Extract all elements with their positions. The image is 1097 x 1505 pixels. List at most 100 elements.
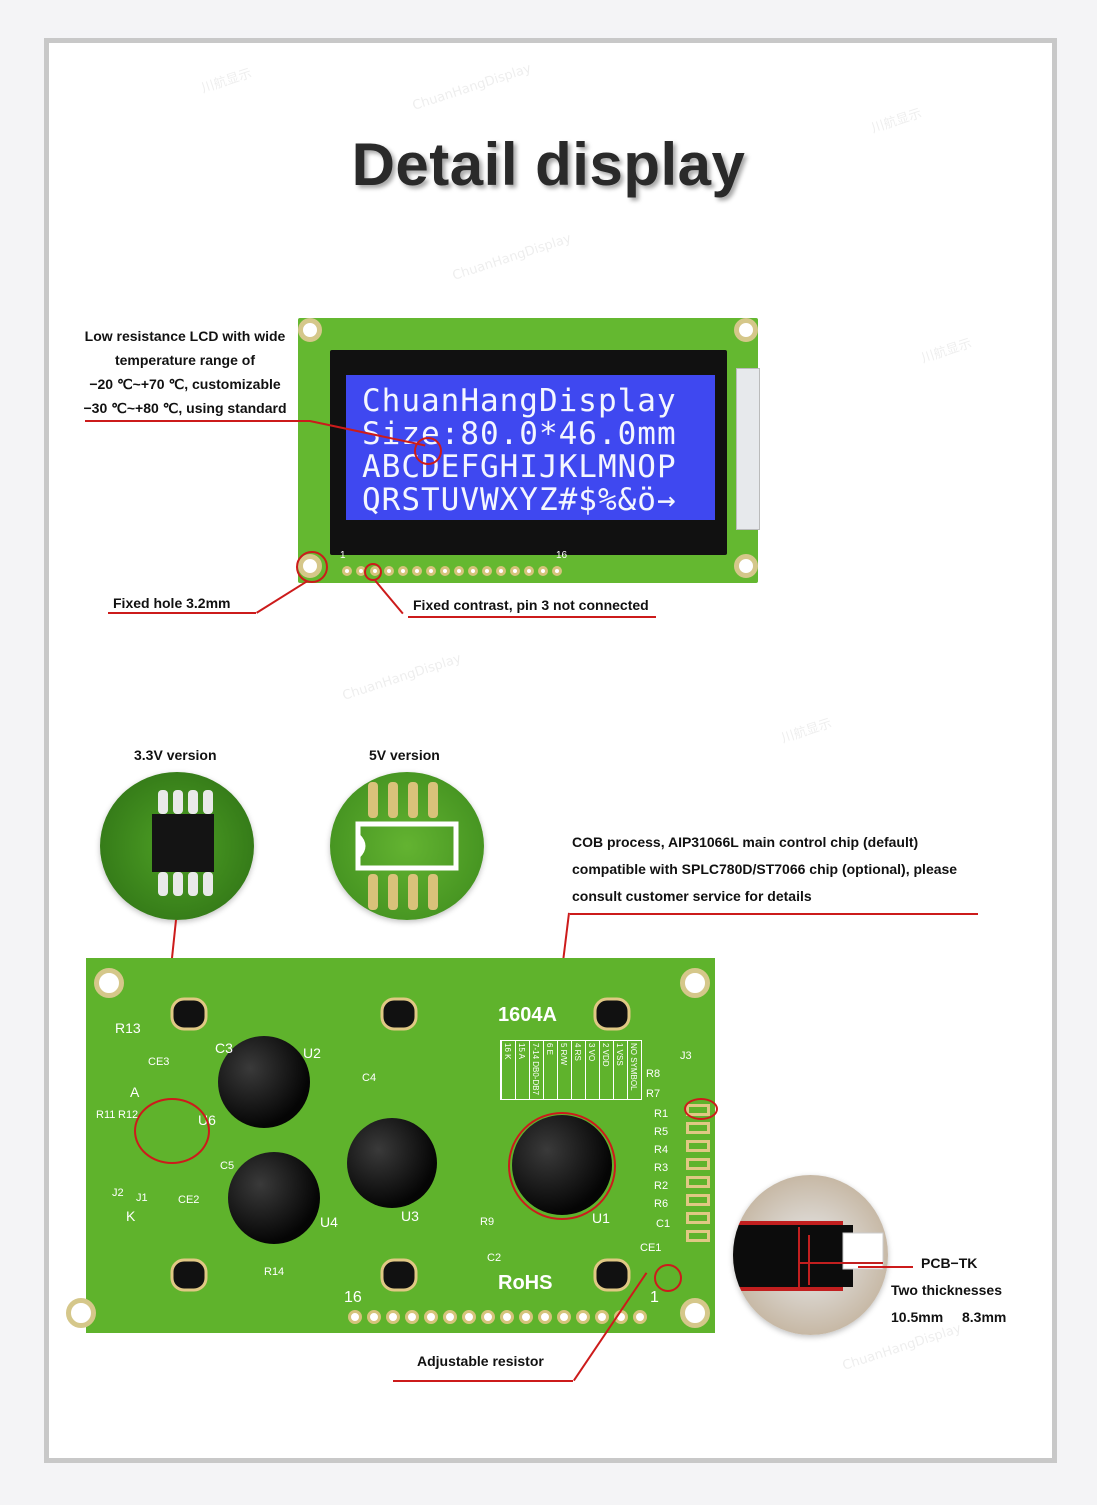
- pin-table-cell: NO SYMBOL: [629, 1043, 638, 1091]
- lcd-desc-line-3: −20 ℃~+70 ℃, customizable: [89, 376, 281, 392]
- mount-hole: [734, 318, 758, 342]
- thickness-b-label: 8.3mm: [962, 1309, 1007, 1325]
- header-pin: [443, 1310, 457, 1324]
- ref-label: C5: [220, 1160, 235, 1172]
- ref-label: CE1: [640, 1242, 662, 1254]
- ref-label: R13: [115, 1020, 141, 1036]
- smd-resistor: [686, 1212, 710, 1224]
- pin-label-16: 16: [556, 550, 568, 561]
- back-pin-label-16: 16: [344, 1289, 362, 1306]
- adjustable-resistor-label: Adjustable resistor: [417, 1353, 544, 1369]
- header-pin: [557, 1310, 571, 1324]
- header-pin: [482, 566, 492, 576]
- ref-label: C1: [656, 1218, 671, 1230]
- pin-label-1: 1: [340, 550, 346, 561]
- mount-clip-icons: [170, 997, 631, 1292]
- ref-label: U4: [320, 1214, 338, 1230]
- lcd-desc-line-4: −30 ℃~+80 ℃, using standard: [83, 400, 287, 416]
- header-pin: [454, 566, 464, 576]
- header-pin: [412, 566, 422, 576]
- ref-label: R9: [480, 1216, 495, 1228]
- highlight-resistor: [654, 1264, 682, 1292]
- pin-table-cell: 1 VSS: [615, 1043, 624, 1066]
- ref-label: R5: [654, 1126, 669, 1138]
- cob-blob-u2: [218, 1036, 310, 1128]
- back-pin-label-1: 1: [650, 1289, 659, 1306]
- header-pin: [538, 566, 548, 576]
- pin-table-divider: [613, 1041, 614, 1099]
- mount-hole: [298, 318, 322, 342]
- header-pin: [386, 1310, 400, 1324]
- callout-line: [393, 1380, 573, 1382]
- highlight-u1: [508, 1112, 616, 1220]
- ref-label: U2: [303, 1045, 321, 1061]
- pin-table-cell: 3 VO: [587, 1043, 596, 1062]
- pin-table-divider: [501, 1041, 502, 1099]
- thickness-zoom: [733, 1175, 888, 1335]
- header-pin: [398, 566, 408, 576]
- ref-label: J2: [112, 1187, 124, 1199]
- ref-label: R4: [654, 1144, 669, 1156]
- ref-label: R8: [646, 1068, 661, 1080]
- thickness-a-label: 10.5mm: [891, 1309, 944, 1325]
- two-thickness-label: Two thicknesses: [891, 1282, 1003, 1298]
- lcd-row-4: QRSTUVWXYZ#$%&ö→: [362, 482, 677, 518]
- pin-table-divider: [585, 1041, 586, 1099]
- header-pin: [348, 1310, 362, 1324]
- header-pin: [552, 566, 562, 576]
- header-pin: [426, 566, 436, 576]
- callout-line: [108, 612, 256, 614]
- header-pin: [524, 566, 534, 576]
- header-pin: [468, 566, 478, 576]
- lcd-row-3: ABCDEFGHIJKLMNOP: [362, 449, 677, 485]
- ref-label: R12: [118, 1109, 139, 1121]
- pin-table-divider: [557, 1041, 558, 1099]
- pin-table-divider: [599, 1041, 600, 1099]
- backlight-strip: [736, 368, 760, 530]
- header-pin: [510, 566, 520, 576]
- cob-line-2: compatible with SPLC780D/ST7066 chip (op…: [572, 861, 958, 877]
- callout-line: [408, 616, 656, 618]
- chip-zoom-33v: [100, 772, 254, 920]
- header-pin: [367, 1310, 381, 1324]
- chip-soic-icon: [152, 790, 214, 896]
- version-5-label: 5V version: [369, 747, 440, 763]
- lcd-screen: [346, 375, 715, 520]
- mount-hole: [680, 1298, 710, 1328]
- highlight-hole: [296, 551, 328, 583]
- header-pin: [500, 1310, 514, 1324]
- ref-label: A: [130, 1084, 140, 1100]
- smd-resistor: [686, 1158, 710, 1170]
- version-33-label: 3.3V version: [134, 747, 217, 763]
- mount-hole: [680, 968, 710, 998]
- cob-blob-u4: [228, 1152, 320, 1244]
- ref-label: C3: [215, 1040, 233, 1056]
- ref-label: J1: [136, 1192, 148, 1204]
- ref-label: R1: [654, 1108, 669, 1120]
- pcb-tk-label: PCB−TK: [921, 1255, 978, 1271]
- ref-label: R7: [646, 1088, 661, 1100]
- thickness-side-icon: [733, 1221, 884, 1291]
- rohs-label: RoHS: [498, 1272, 553, 1294]
- ref-label: R2: [654, 1180, 669, 1192]
- ref-label: U3: [401, 1208, 419, 1224]
- ref-label: R14: [264, 1266, 285, 1278]
- highlight-r1: [684, 1098, 718, 1120]
- pin-table-cell: 6 E: [545, 1043, 554, 1056]
- pin-table-cell: 4 RS: [573, 1043, 582, 1061]
- ref-label: C2: [487, 1252, 502, 1264]
- smd-resistor: [686, 1194, 710, 1206]
- header-pin: [519, 1310, 533, 1324]
- pin-table-cell: 2 VDD: [601, 1043, 610, 1067]
- callout-line: [858, 1266, 913, 1268]
- cob-line-3: consult customer service for details: [572, 888, 812, 904]
- header-pin: [384, 566, 394, 576]
- fixed-contrast-label: Fixed contrast, pin 3 not connected: [413, 597, 649, 613]
- ref-label: K: [126, 1208, 136, 1224]
- header-pin: [481, 1310, 495, 1324]
- header-pin: [440, 566, 450, 576]
- mount-hole: [66, 1298, 96, 1328]
- ref-label: J3: [680, 1050, 692, 1062]
- highlight-pin3: [364, 563, 382, 581]
- ref-label: C4: [362, 1072, 377, 1084]
